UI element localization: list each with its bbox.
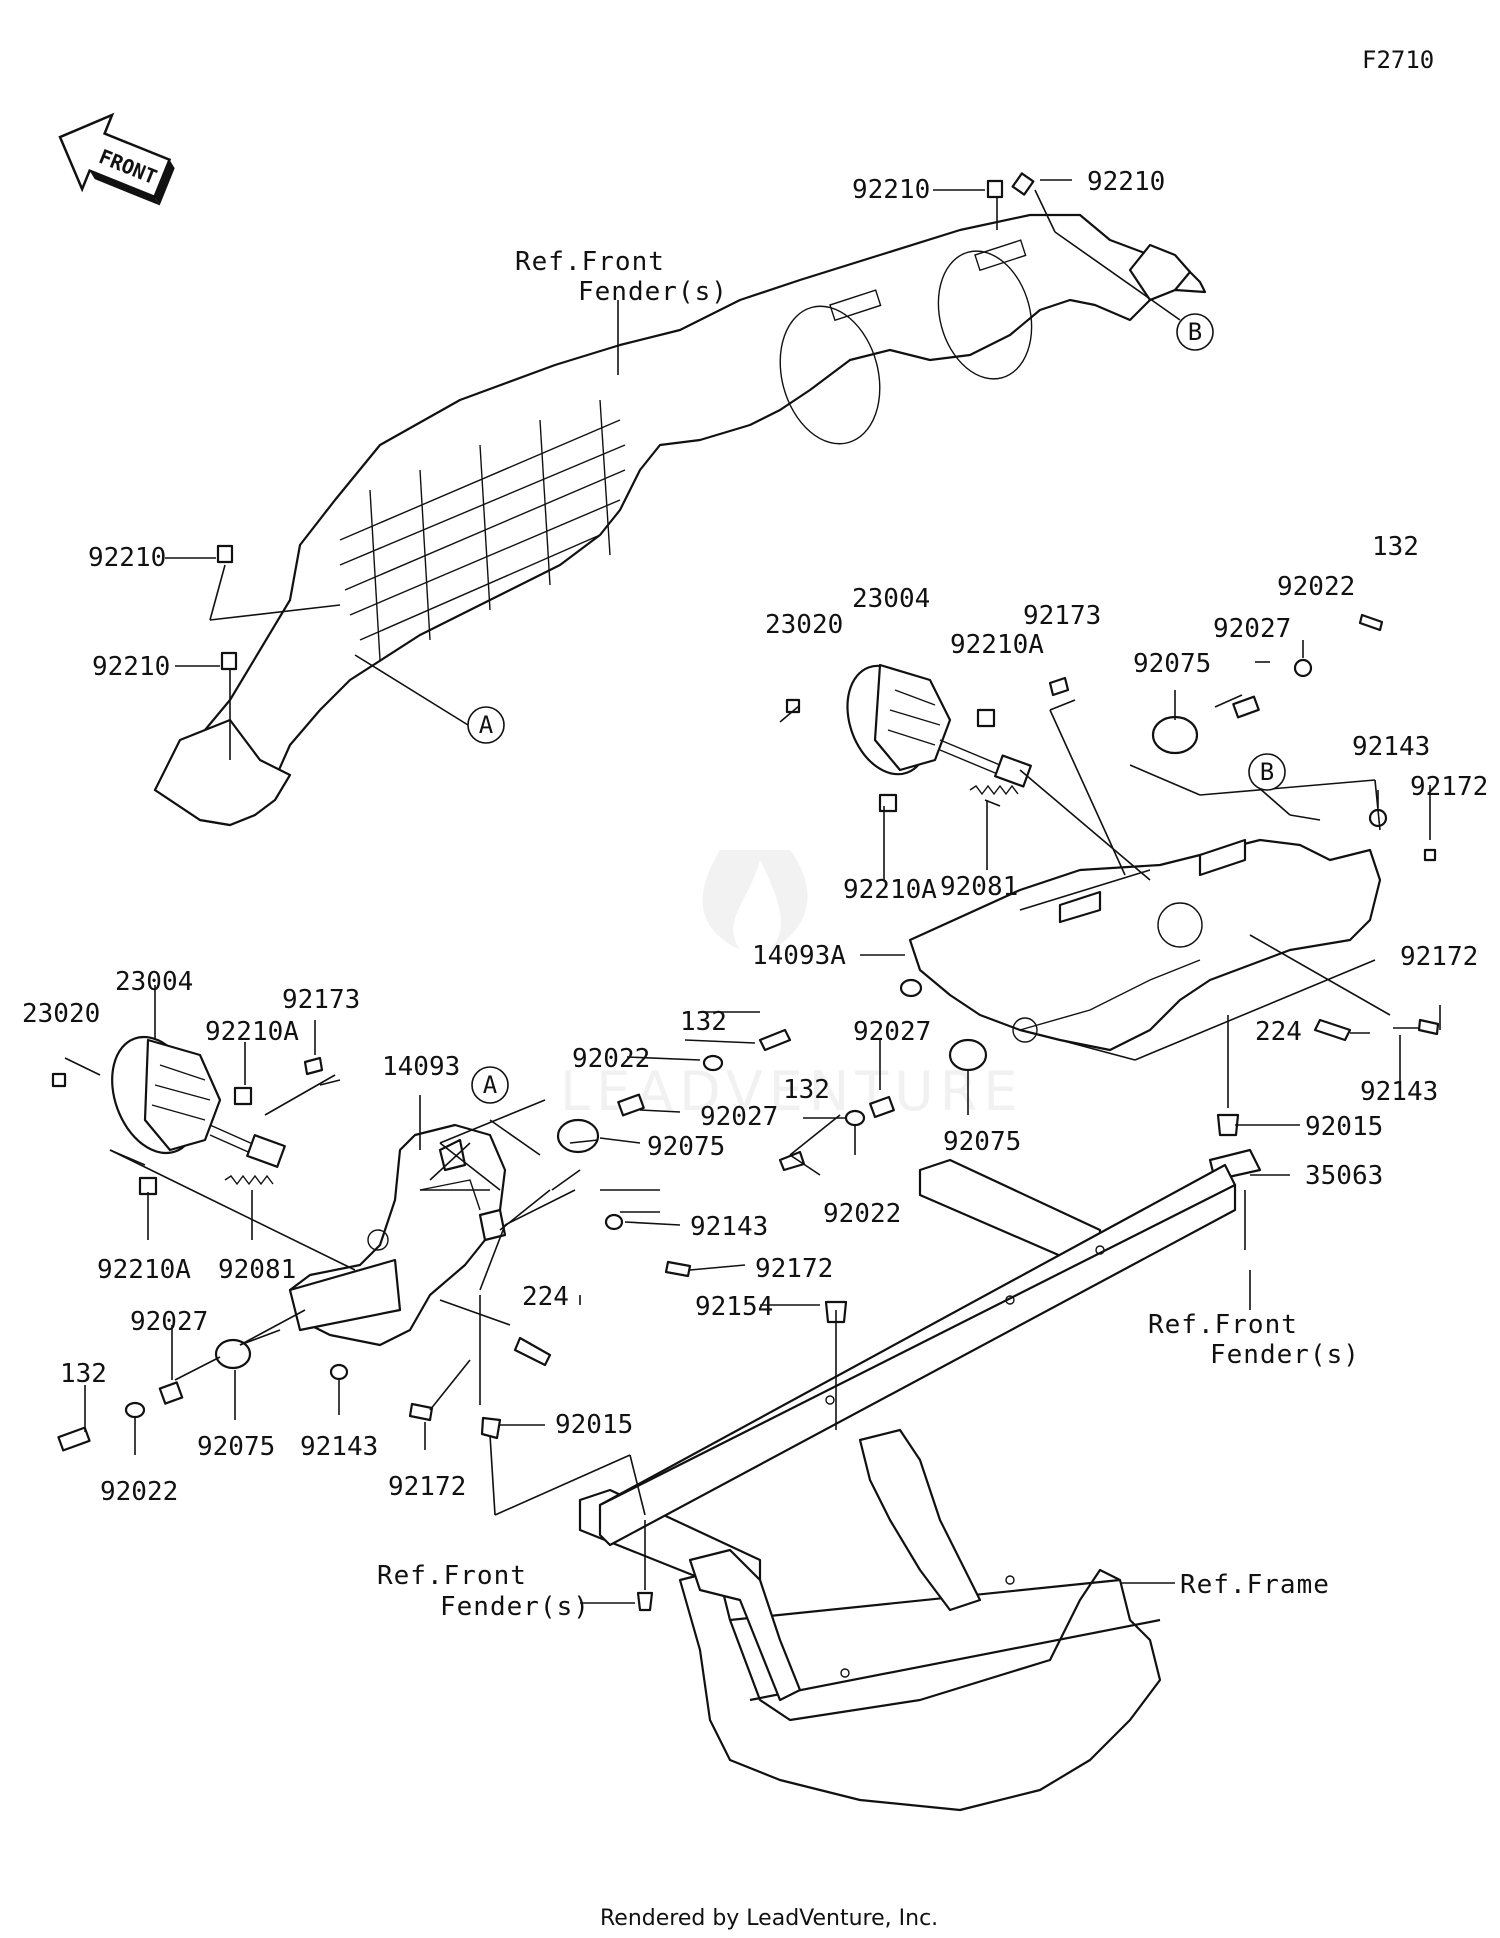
label-92172-right-mid: 92172 — [1400, 942, 1478, 972]
frame — [678, 1428, 1162, 1812]
mid-hardware — [513, 1028, 988, 1367]
ref-front-fender-bottom-line2: Fender(s) — [440, 1592, 590, 1622]
label-92027-left: 92027 — [130, 1307, 208, 1337]
label-92022-mid-top: 92022 — [572, 1044, 650, 1074]
label-92015-right: 92015 — [1305, 1112, 1383, 1142]
label-14093a: 14093A — [752, 941, 846, 971]
marker-b-top: B — [1176, 313, 1214, 351]
left-lower-hardware — [57, 1338, 654, 1612]
headlight-left-hardware — [51, 1056, 324, 1196]
label-92210-top-left: 92210 — [852, 175, 930, 205]
svg-text:B: B — [1260, 758, 1274, 786]
label-92143-right-bottom: 92143 — [1360, 1077, 1438, 1107]
marker-a-top: A — [467, 706, 505, 744]
figure-code: F2710 — [1362, 46, 1434, 74]
label-132-right: 132 — [1372, 532, 1419, 562]
svg-text:A: A — [479, 711, 494, 739]
label-23004-left: 23004 — [115, 967, 193, 997]
marker-b-right: B — [1248, 753, 1286, 791]
label-92027-mid: 92027 — [853, 1017, 931, 1047]
label-92022-right: 92022 — [1277, 572, 1355, 602]
label-92075-right: 92075 — [1133, 649, 1211, 679]
label-92173-right: 92173 — [1023, 601, 1101, 631]
label-92210a-left-top: 92210A — [205, 1017, 299, 1047]
label-224-right: 224 — [1255, 1017, 1302, 1047]
svg-text:B: B — [1188, 318, 1202, 346]
clip-nut — [216, 172, 1035, 671]
ref-front-fender-right-line1: Ref.Front — [1148, 1310, 1298, 1340]
label-92143-right-top: 92143 — [1352, 732, 1430, 762]
label-14093: 14093 — [382, 1052, 460, 1082]
footer-credit: Rendered by LeadVenture, Inc. — [600, 1906, 938, 1931]
ref-front-fender-top-line2: Fender(s) — [578, 277, 728, 307]
label-132-mid: 132 — [783, 1075, 830, 1105]
label-92143-left: 92143 — [690, 1212, 768, 1242]
label-92172-left-bottom: 92172 — [388, 1472, 466, 1502]
marker-a-left: A — [471, 1066, 509, 1104]
label-92172-right-top: 92172 — [1410, 772, 1488, 802]
label-35063: 35063 — [1305, 1161, 1383, 1191]
front-arrow-icon: FRONT — [58, 112, 175, 206]
label-23020-right: 23020 — [765, 610, 843, 640]
headlight-bracket-right — [899, 838, 1382, 1052]
label-92075-mid-top: 92075 — [647, 1132, 725, 1162]
label-92210a-right-bottom: 92210A — [843, 875, 937, 905]
label-132-left: 132 — [60, 1359, 107, 1389]
callout-lines — [64, 179, 1441, 1604]
headlight-bracket-left — [288, 1123, 507, 1347]
label-92210a-right-top: 92210A — [950, 630, 1044, 660]
label-92081-right: 92081 — [940, 872, 1018, 902]
label-92210a-left-bottom: 92210A — [97, 1255, 191, 1285]
label-92081-left: 92081 — [218, 1255, 296, 1285]
part-labels: 92210 92210 92210 92210 23020 23004 9221… — [22, 167, 1488, 1507]
label-92027-mid-top: 92027 — [700, 1102, 778, 1132]
label-92143-left-bottom: 92143 — [300, 1432, 378, 1462]
svg-text:LEADVENTURE: LEADVENTURE — [560, 1060, 1023, 1123]
label-92210-mid: 92210 — [88, 543, 166, 573]
label-92172-left: 92172 — [755, 1254, 833, 1284]
label-92022-mid: 92022 — [823, 1199, 901, 1229]
label-92154: 92154 — [695, 1292, 773, 1322]
ref-frame: Ref.Frame — [1180, 1570, 1330, 1600]
label-132-mid-top: 132 — [680, 1007, 727, 1037]
label-92075-mid: 92075 — [943, 1127, 1021, 1157]
headlight-left — [111, 1035, 286, 1186]
bracket-right-hardware — [1151, 613, 1440, 1137]
label-92075-left: 92075 — [197, 1432, 275, 1462]
label-92210-top-right: 92210 — [1087, 167, 1165, 197]
label-92173-left: 92173 — [282, 985, 360, 1015]
ref-front-fender-bottom: Ref.Front Fender(s) — [377, 1561, 590, 1622]
label-92022-left: 92022 — [100, 1477, 178, 1507]
cross-member — [578, 1148, 1262, 1592]
ref-front-fender-top-line1: Ref.Front — [515, 247, 665, 277]
label-92015-left: 92015 — [555, 1410, 633, 1440]
front-bumper-cover — [153, 213, 1207, 827]
label-92210-low: 92210 — [92, 652, 170, 682]
ref-front-fender-bottom-line1: Ref.Front — [377, 1561, 527, 1591]
label-224-left: 224 — [522, 1282, 569, 1312]
label-23004-right: 23004 — [852, 584, 930, 614]
ref-front-fender-right-line2: Fender(s) — [1210, 1340, 1360, 1370]
headlight-right — [846, 663, 1032, 796]
label-23020-left: 23020 — [22, 999, 100, 1029]
ref-front-fender-right: Ref.Front Fender(s) — [1148, 1310, 1360, 1370]
watermark-logo: LEADVENTURE — [560, 850, 1023, 1123]
ref-front-fender-top: Ref.Front Fender(s) — [515, 247, 728, 307]
label-92027-right: 92027 — [1213, 614, 1291, 644]
svg-text:A: A — [483, 1071, 498, 1099]
